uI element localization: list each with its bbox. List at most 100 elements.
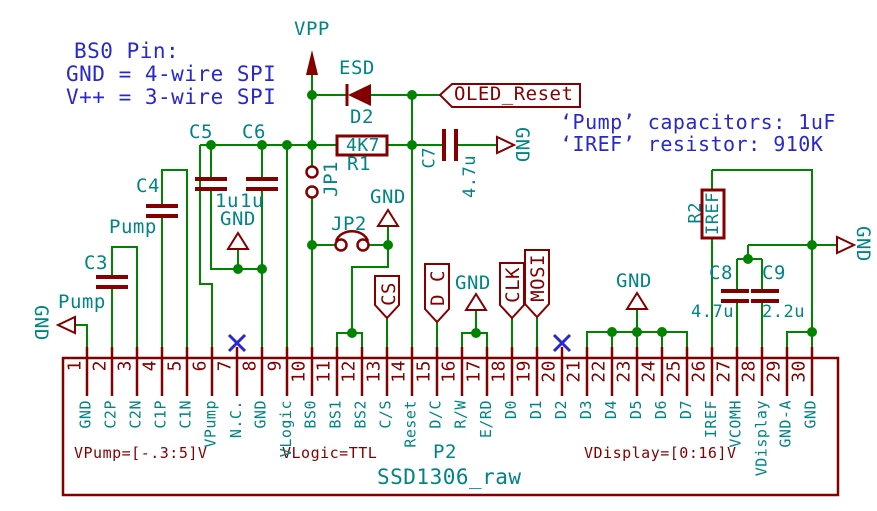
pin-name: N.C. bbox=[227, 400, 245, 439]
power-flag-vpp[interactable] bbox=[306, 50, 318, 75]
pin-name: C2P bbox=[102, 400, 120, 429]
power-flag-gnd-c5c6[interactable] bbox=[226, 231, 250, 250]
diode-d2-symbol[interactable] bbox=[345, 84, 371, 106]
pin-number: 24 bbox=[639, 360, 660, 383]
c4-value: Pump bbox=[109, 216, 157, 238]
jumper-jp1-symbol[interactable] bbox=[305, 165, 319, 199]
global-label-clk[interactable]: CLK bbox=[502, 267, 524, 303]
global-label-clk-outline[interactable] bbox=[499, 262, 525, 320]
chip-value: SSD1306_raw bbox=[377, 465, 522, 489]
global-label-mosi[interactable]: MOSI bbox=[527, 254, 549, 302]
d2-ref: D2 bbox=[350, 106, 374, 128]
gnd-label-rw: GND bbox=[455, 272, 491, 294]
jp1-ref: JP1 bbox=[320, 161, 342, 197]
c9-ref: C9 bbox=[762, 262, 786, 284]
pin-number: 23 bbox=[614, 360, 635, 383]
note-bs0-title: BS0 Pin: bbox=[74, 39, 180, 63]
c5-ref: C5 bbox=[189, 121, 213, 143]
chip-note-vpump: VPump=[-.3:5]V bbox=[74, 444, 208, 462]
chip-ref: P2 bbox=[433, 441, 457, 463]
pin-number: 27 bbox=[714, 360, 735, 383]
pin-name: GND bbox=[802, 400, 820, 429]
pin-number: 14 bbox=[389, 360, 410, 383]
pin-number: 30 bbox=[789, 360, 810, 383]
note-bs0-line3: V++ = 3-wire SPI bbox=[66, 85, 277, 109]
pin-number: 28 bbox=[739, 360, 760, 383]
note-pump: ‘Pump’ capacitors: 1uF bbox=[560, 110, 836, 134]
pin-number: 17 bbox=[464, 360, 485, 383]
capacitor-c5-symbol[interactable] bbox=[195, 177, 227, 191]
r1-ref: R1 bbox=[347, 153, 371, 175]
global-label-d-c[interactable]: D_C bbox=[427, 270, 449, 306]
global-label-d-c-outline[interactable] bbox=[424, 263, 450, 324]
resistor-r2-symbol[interactable] bbox=[700, 188, 726, 240]
gnd-label-right: GND bbox=[852, 226, 874, 262]
pin-name: R/W bbox=[452, 400, 470, 429]
power-flag-gnd-right[interactable] bbox=[836, 235, 857, 255]
pin-name: D6 bbox=[652, 400, 670, 420]
chip-note-vdisplay: VDisplay=[0:16]V bbox=[584, 444, 737, 462]
capacitor-c7-symbol[interactable] bbox=[442, 129, 458, 161]
pin-number: 3 bbox=[114, 360, 135, 372]
d2-value: ESD bbox=[339, 57, 375, 79]
pin-number: 12 bbox=[339, 360, 360, 383]
pin-number: 5 bbox=[164, 360, 185, 372]
pin-name: E/RD bbox=[477, 400, 495, 439]
resistor-r1-symbol[interactable] bbox=[335, 134, 389, 157]
power-flag-gnd-data[interactable] bbox=[625, 291, 649, 310]
pin-name: C2N bbox=[127, 400, 145, 429]
pin-name: D3 bbox=[577, 400, 595, 420]
c4-ref: C4 bbox=[136, 175, 160, 197]
chip-pin-stubs bbox=[85, 347, 814, 396]
pin-number: 9 bbox=[264, 360, 285, 372]
pin-name: D5 bbox=[627, 400, 645, 420]
power-flag-gnd-rw[interactable] bbox=[464, 292, 488, 311]
pin-name: GND bbox=[252, 400, 270, 429]
power-flag-gnd-c7[interactable] bbox=[496, 135, 517, 155]
r2-value: IREF bbox=[703, 192, 723, 235]
global-label-oled-reset-outline[interactable] bbox=[438, 83, 581, 108]
pin-number: 10 bbox=[289, 360, 310, 383]
global-label-cs-outline[interactable] bbox=[374, 275, 400, 320]
global-label-oled-reset[interactable]: OLED_Reset bbox=[454, 83, 574, 105]
note-iref: ‘IREF’ resistor: 910K bbox=[560, 132, 824, 156]
chip-symbol-outline[interactable] bbox=[61, 356, 840, 497]
c8-ref: C8 bbox=[709, 262, 733, 284]
c6-ref: C6 bbox=[242, 121, 266, 143]
capacitor-c6-symbol[interactable] bbox=[246, 177, 278, 191]
pin-name: D2 bbox=[552, 400, 570, 420]
capacitor-c4-symbol[interactable] bbox=[146, 204, 178, 218]
pin-name: IREF bbox=[702, 400, 720, 439]
gnd-label-jp2: GND bbox=[370, 186, 406, 208]
power-flag-gnd-left[interactable] bbox=[55, 315, 76, 335]
pin-number: 19 bbox=[514, 360, 535, 383]
power-flag-gnd-jp2[interactable] bbox=[376, 208, 400, 227]
global-label-cs[interactable]: CS bbox=[378, 282, 400, 306]
global-label-mosi-outline[interactable] bbox=[524, 249, 550, 319]
capacitor-c9-symbol[interactable] bbox=[751, 289, 779, 303]
pin-number: 16 bbox=[439, 360, 460, 383]
pin-name: BS2 bbox=[352, 400, 370, 429]
pin-name: VPump bbox=[202, 400, 220, 448]
pin-name: GND-A bbox=[777, 400, 795, 448]
jp2-ref: JP2 bbox=[331, 213, 367, 235]
c3-ref: C3 bbox=[84, 252, 108, 274]
pin-number: 26 bbox=[689, 360, 710, 383]
jumper-jp2-symbol[interactable] bbox=[334, 230, 370, 252]
pin-name: Reset bbox=[402, 400, 420, 448]
capacitor-c8-symbol[interactable] bbox=[721, 289, 749, 303]
pin-name: D7 bbox=[677, 400, 695, 420]
no-connect-x-pin7 bbox=[227, 333, 247, 353]
pin-name: VDisplay bbox=[752, 400, 770, 477]
pin-number: 4 bbox=[139, 360, 160, 372]
c9-value: 2.2u bbox=[762, 302, 805, 322]
pin-number: 18 bbox=[489, 360, 510, 383]
pin-name: BS1 bbox=[327, 400, 345, 429]
pin-number: 21 bbox=[564, 360, 585, 383]
capacitor-c3-symbol[interactable] bbox=[96, 275, 128, 289]
gnd-label-data: GND bbox=[616, 270, 652, 292]
chip-note-vlogic: VLogic=TTL bbox=[282, 444, 378, 462]
vpp-label: VPP bbox=[294, 18, 330, 40]
